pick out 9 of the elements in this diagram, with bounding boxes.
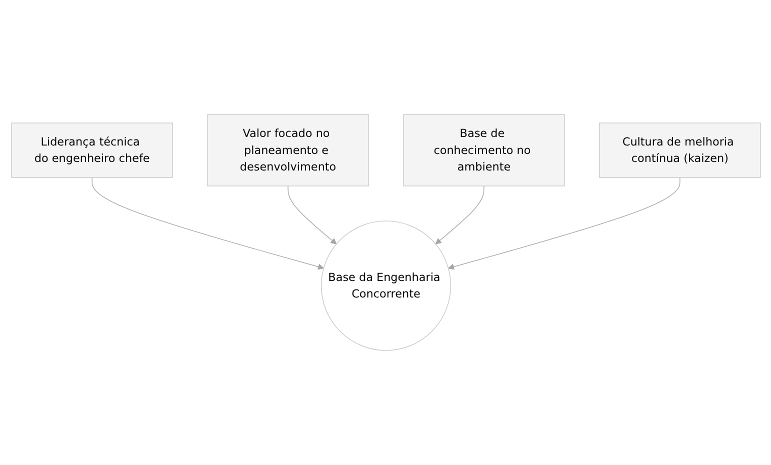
node-box: Base de conhecimento no ambiente <box>402 114 564 186</box>
arrow <box>448 177 680 270</box>
arrow <box>434 186 484 244</box>
node-circle: Base da Engenharia Concorrente <box>320 220 451 351</box>
node-box: Valor focado no planeamento e desenvolvimento <box>206 114 368 186</box>
arrow <box>287 186 336 244</box>
arrow <box>91 177 324 270</box>
node-box: Cultura de melhoria contínua (kaizen) <box>598 122 760 178</box>
node-box: Liderança técnica do engenheiro chefe <box>10 122 172 178</box>
